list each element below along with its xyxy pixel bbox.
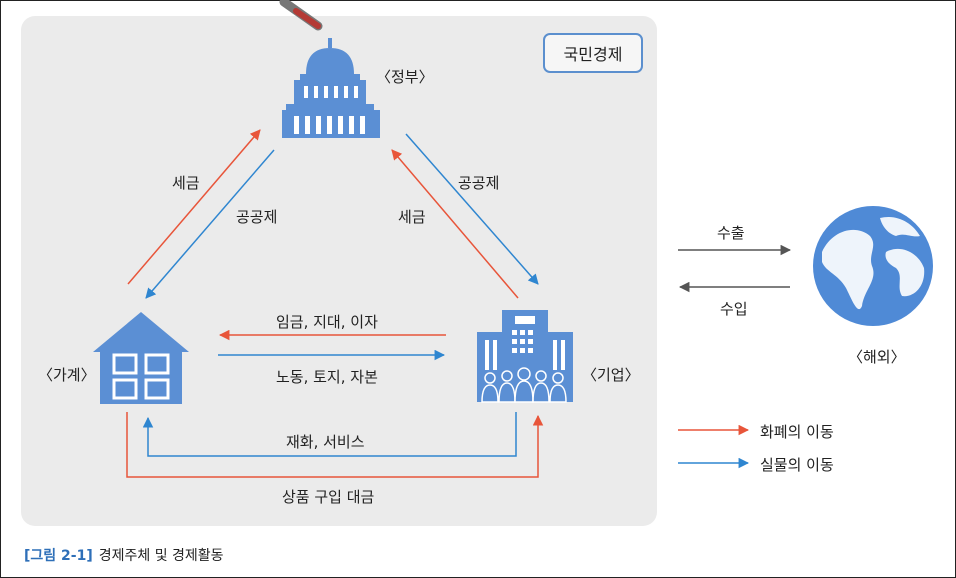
public-goods-label-right: 공공제: [458, 174, 500, 192]
household-label: 〈가계〉: [38, 366, 96, 384]
goods-services-label: 재화, 서비스: [286, 433, 365, 451]
public-goods-label-left: 공공제: [236, 208, 278, 226]
import-label: 수입: [720, 300, 748, 318]
tax-label-right: 세금: [398, 208, 426, 226]
labor-land-capital-label: 노동, 토지, 자본: [276, 368, 378, 386]
pen-icon: [279, 0, 323, 31]
government-building-icon: [282, 38, 380, 138]
figure-title: 경제주체 및 경제활동: [98, 548, 224, 564]
legend-money-label: 화폐의 이동: [760, 423, 834, 441]
export-label: 수출: [717, 224, 745, 242]
figure-caption: [그림 2-1] 경제주체 및 경제활동: [24, 545, 224, 565]
public-goods-gov-to-household-arrow: [145, 149, 275, 299]
globe-icon: [813, 206, 933, 326]
household-house-icon: [93, 312, 189, 404]
national-economy-label: 국민경제: [543, 33, 643, 73]
purchase-payment-arrow: [126, 412, 544, 478]
tax-firm-to-gov-arrow: [391, 149, 519, 299]
government-label: 〈정부〉: [376, 68, 434, 86]
tax-household-to-gov-arrow: [127, 129, 261, 285]
firm-building-icon: [477, 310, 573, 403]
public-goods-gov-to-firm-arrow: [405, 133, 539, 285]
purchase-payment-label: 상품 구입 대금: [282, 488, 375, 506]
wages-rent-interest-label: 임금, 지대, 이자: [276, 313, 378, 331]
figure-number: [그림 2-1]: [24, 548, 93, 564]
firm-label: 〈기업〉: [582, 366, 640, 384]
tax-label-left: 세금: [172, 174, 200, 192]
goods-services-arrow: [142, 412, 517, 457]
foreign-label: 〈해외〉: [848, 348, 906, 366]
legend-goods-label: 실물의 이동: [760, 456, 834, 474]
